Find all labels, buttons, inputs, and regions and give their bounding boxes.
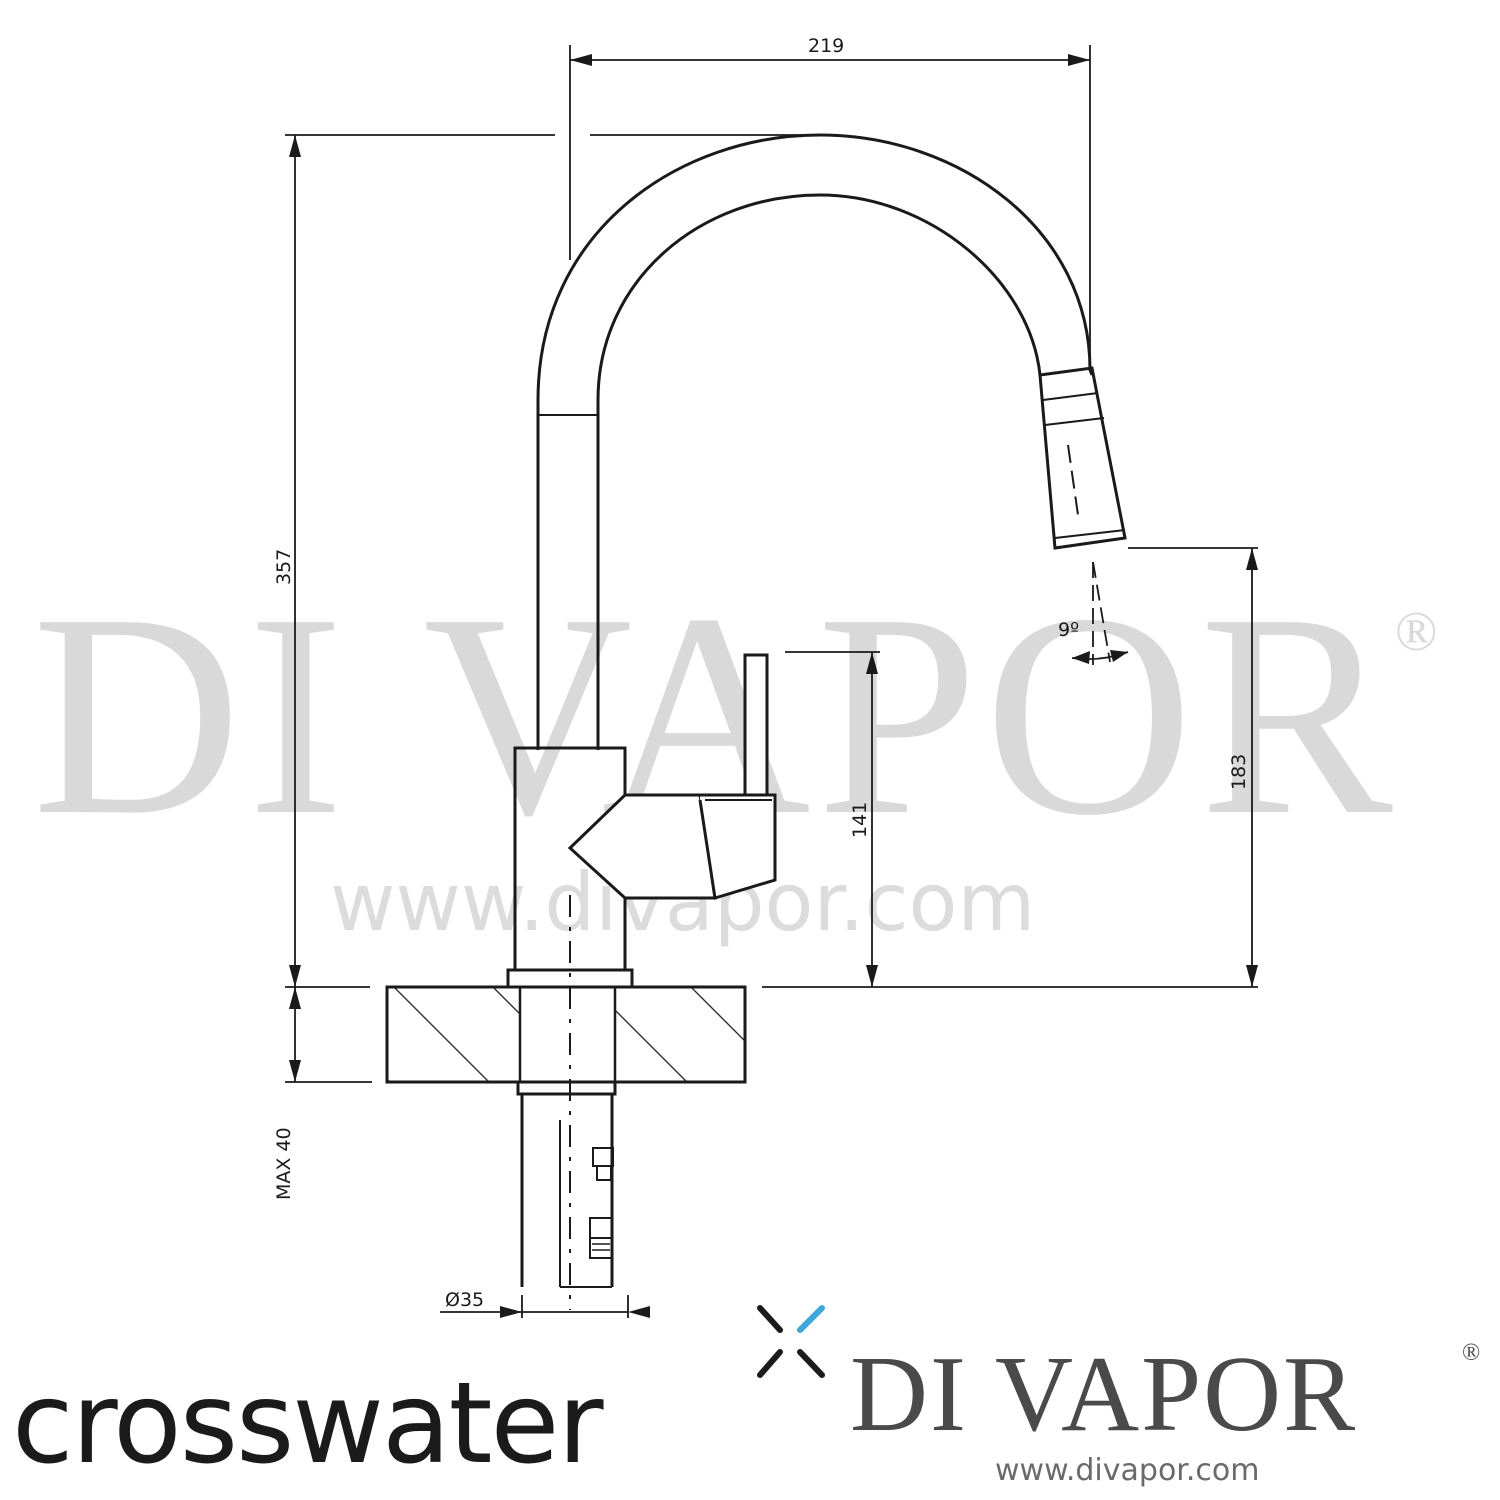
hose-fitting — [592, 1147, 614, 1167]
dimensions — [285, 45, 1258, 1318]
spout-inner — [596, 193, 1042, 750]
spray-head — [1038, 366, 1127, 550]
watermark-registered: ® — [1395, 601, 1438, 663]
divapor-registered: ® — [1462, 1340, 1480, 1366]
dim-max-40: MAX 40 — [273, 1127, 295, 1200]
divapor-logo-text: DI VAPOR — [850, 1335, 1357, 1454]
mixer-lever-housing — [567, 793, 717, 900]
tap-outline — [506, 133, 1127, 1310]
dim-angle: 9º — [1058, 619, 1079, 641]
countertop-section — [385, 985, 747, 1084]
divapor-url: www.divapor.com — [995, 1453, 1260, 1488]
lever-handle — [743, 653, 769, 797]
crosswater-x-icon — [757, 1305, 825, 1378]
dim-219: 219 — [808, 35, 844, 57]
dim-357: 357 — [273, 549, 295, 585]
dim-141: 141 — [849, 802, 871, 838]
branding: crosswater DI VAPOR ® www.divapor.com — [12, 1305, 1480, 1489]
base-collar — [506, 968, 634, 989]
dim-diameter-35: Ø35 — [445, 1289, 484, 1311]
crosswater-logo-text: crosswater — [12, 1359, 604, 1489]
dimension-labels: 219 357 183 141 9º MAX 40 Ø35 — [273, 35, 1250, 1311]
shank — [516, 1080, 617, 1096]
dim-183: 183 — [1228, 754, 1250, 790]
